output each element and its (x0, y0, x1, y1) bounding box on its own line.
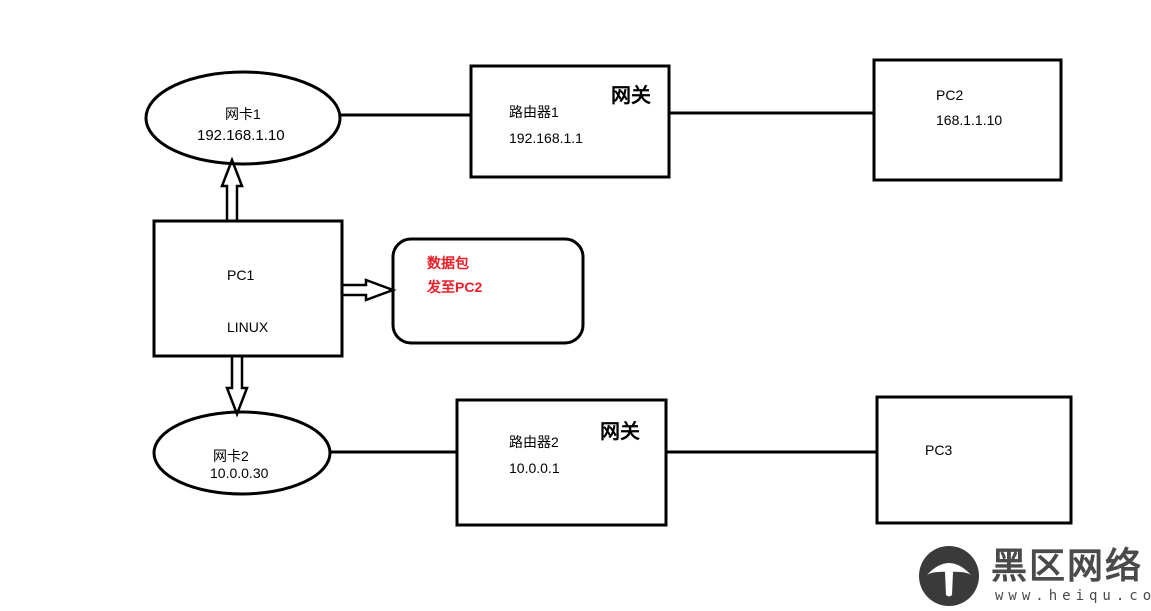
pc2-ip: 168.1.1.10 (936, 112, 1003, 128)
arrow-pc1-to-nic1 (220, 156, 244, 220)
arrow-pc1-to-nic2 (225, 355, 249, 418)
pc3-label: PC3 (925, 442, 953, 458)
nic1-ip: 192.168.1.10 (197, 127, 285, 144)
nic2-ip: 10.0.0.30 (210, 465, 269, 481)
pc1-box (152, 219, 344, 358)
router1-label: 路由器1 (509, 104, 559, 120)
packet-line2: 发至PC2 (427, 279, 483, 295)
nic2-ellipse (152, 410, 332, 496)
router2-label: 路由器2 (509, 434, 559, 450)
pc1-label: PC1 (227, 267, 255, 283)
pc3-box (875, 395, 1073, 525)
packet-line1: 数据包 (427, 255, 469, 271)
nic2-label: 网卡2 (213, 448, 249, 464)
pc1-os: LINUX (227, 319, 269, 335)
router2-gateway: 网关 (600, 421, 640, 443)
packet-box (391, 237, 585, 345)
router2-box (455, 398, 668, 527)
arrow-pc1-to-packet (343, 278, 397, 302)
mushroom-logo-icon (919, 546, 979, 606)
router1-ip: 192.168.1.1 (509, 130, 583, 146)
router1-gateway: 网关 (611, 85, 651, 107)
pc2-label: PC2 (936, 87, 964, 103)
watermark: 黑区网络 www.heiqu.com (917, 545, 1151, 607)
nic1-ellipse (144, 70, 342, 166)
router2-ip: 10.0.0.1 (509, 460, 560, 476)
router1-box (469, 64, 671, 179)
watermark-url: www.heiqu.com (995, 588, 1151, 604)
watermark-text: 黑区网络 (991, 546, 1144, 587)
nic1-label: 网卡1 (225, 106, 261, 122)
pc2-box (872, 58, 1063, 182)
